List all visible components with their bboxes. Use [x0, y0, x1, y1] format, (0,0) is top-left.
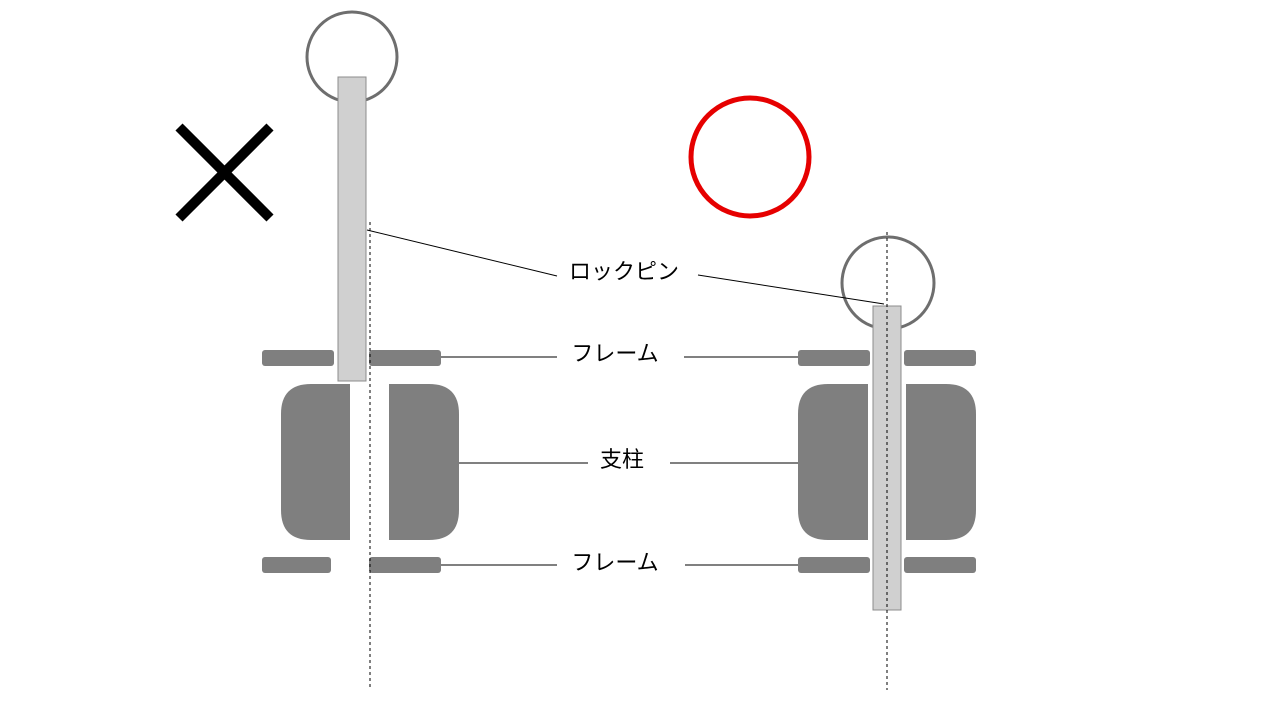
incorrect-mark-icon: [175, 123, 274, 222]
frame-bottom-right-segment: [369, 557, 441, 573]
correct-mark-icon: [688, 95, 812, 219]
frame-top-right-segment: [904, 350, 976, 366]
pillar-right-part: [906, 384, 976, 540]
frame-bottom-left-segment: [798, 557, 870, 573]
lock-pin-leader-left: [366, 229, 558, 277]
frame-bottom-left-segment: [262, 557, 331, 573]
frame-top-left-segment: [798, 350, 870, 366]
pillar-left-part: [281, 384, 350, 540]
frame-bottom-label: フレーム: [571, 551, 658, 576]
lock-pin-shaft: [872, 305, 902, 611]
frame-top-label: フレーム: [571, 342, 658, 367]
lock-pin-label: ロックピン: [569, 260, 679, 285]
lock-pin-shaft: [337, 76, 367, 382]
pillar-left-part: [798, 384, 868, 540]
frame-top-left-segment: [262, 350, 334, 366]
pillar-right-part: [389, 384, 459, 540]
frame-top-right-segment: [369, 350, 441, 366]
lock-pin-leader-right: [697, 274, 885, 305]
leader-lines: [366, 229, 885, 566]
frame-bottom-right-segment: [904, 557, 976, 573]
correct-example: [688, 95, 976, 690]
incorrect-example: [175, 10, 459, 690]
pillar-label: 支柱: [600, 448, 644, 473]
